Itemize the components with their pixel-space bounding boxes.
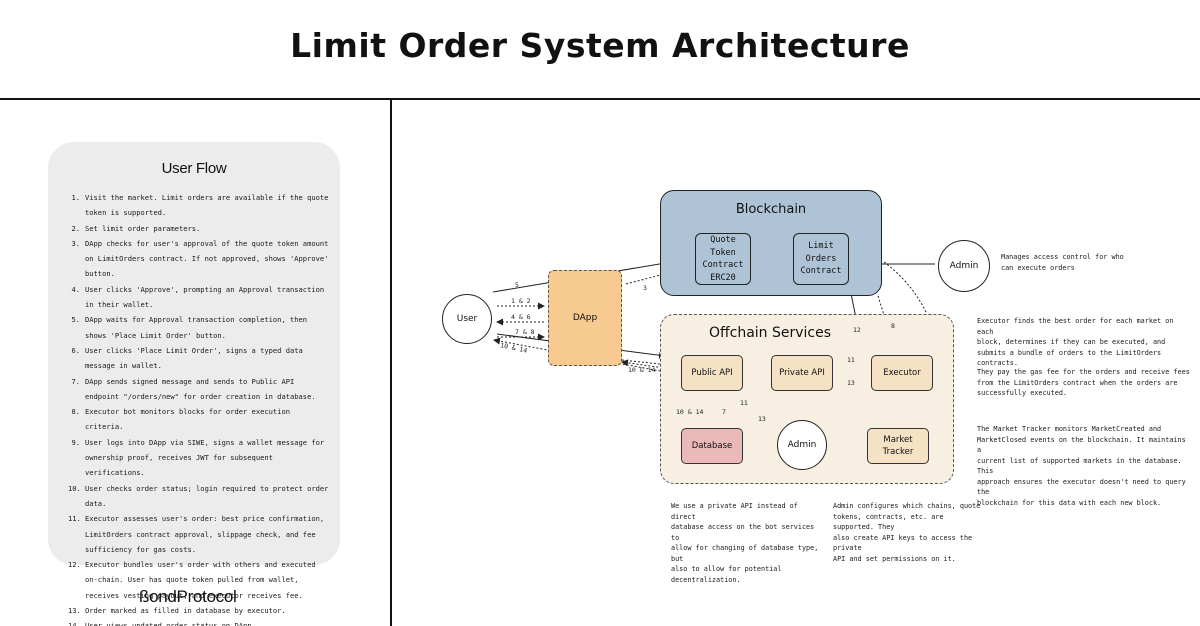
edge-label-1-2: 1 & 2 — [511, 297, 531, 305]
user-flow-step-number: 10. — [68, 483, 81, 493]
user-flow-step-text: User clicks 'Place Limit Order', signs a… — [85, 345, 303, 371]
user-flow-step-text: User views updated order status on DApp. — [85, 621, 256, 626]
user-flow-step: 14. User views updated order status on DA… — [68, 618, 330, 626]
dapp-node: DApp — [548, 270, 622, 366]
admin-node: Admin — [938, 240, 990, 292]
user-flow-step-text: DApp waits for Approval transaction comp… — [85, 315, 308, 340]
quote-token-contract: Quote Token Contract ERC20 — [695, 233, 751, 285]
user-flow-step-number: 11. — [68, 514, 81, 524]
column-divider — [390, 99, 392, 626]
user-flow-step-text: Visit the market. Limit orders are avail… — [85, 193, 329, 218]
user-flow-step-number: 5. — [71, 315, 80, 325]
edge-label-11-db: 11 — [740, 399, 748, 407]
edge-label-12: 12 — [853, 326, 861, 334]
user-flow-step-number: 3. — [71, 238, 80, 248]
public-api-node: Public API — [681, 355, 743, 391]
user-flow-step-number: 1. — [71, 193, 80, 202]
user-flow-step: 10. User checks order status; login requi… — [68, 481, 330, 512]
note-executor-1: Executor finds the best order for each m… — [977, 317, 1174, 367]
user-flow-step-text: User logs into DApp via SIWE, signs a wa… — [85, 437, 325, 478]
user-flow-step-number: 4. — [71, 284, 80, 294]
offchain-services-title: Offchain Services — [708, 325, 832, 341]
user-flow-step-number: 14. — [68, 621, 81, 626]
user-flow-step-number: 2. — [71, 223, 80, 233]
user-flow-step: 11. Executor assesses user's order: best … — [68, 511, 330, 557]
user-flow-step: 3. DApp checks for user's approval of the… — [68, 236, 330, 282]
user-flow-step: 6. User clicks 'Place Limit Order', signs… — [68, 343, 330, 374]
blockchain-title: Blockchain — [735, 202, 807, 217]
user-flow-step-number: 13. — [68, 606, 81, 616]
user-flow-step: 1. Visit the market. Limit orders are ava… — [68, 190, 330, 221]
user-flow-step: 8. Executor bot monitors blocks for order… — [68, 404, 330, 435]
user-flow-step-text: Executor assesses user's order: best pri… — [85, 514, 325, 554]
limit-orders-contract: Limit Orders Contract — [793, 233, 849, 285]
header-divider — [0, 98, 1200, 100]
user-flow-step-text: DApp checks for user's approval of the q… — [85, 238, 329, 279]
edge-label-5: 5 — [515, 281, 519, 289]
user-flow-step: 2. Set limit order parameters. — [68, 221, 330, 236]
user-flow-step-text: DApp sends signed message and sends to P… — [85, 376, 316, 401]
market-tracker-node: Market Tracker — [867, 428, 929, 464]
user-node: User — [442, 294, 492, 344]
user-flow-step-text: Set limit order parameters. — [85, 223, 201, 233]
edge-label-13-exec: 13 — [847, 379, 855, 387]
note-market-tracker: The Market Tracker monitors MarketCreate… — [977, 425, 1186, 507]
edge-label-11-exec: 11 — [847, 356, 855, 364]
note-private-api: We use a private API instead of direct d… — [671, 502, 819, 584]
edge-label-13-db: 13 — [758, 415, 766, 423]
user-flow-panel: User Flow 1. Visit the market. Limit orde… — [48, 142, 340, 626]
user-flow-step-number: 6. — [71, 345, 80, 355]
edge-label-7-8: 7 & 8 — [515, 328, 535, 336]
private-api-node: Private API — [771, 355, 833, 391]
database-node: Database — [681, 428, 743, 464]
note-admin-config: Admin configures which chains, quote tok… — [833, 502, 981, 563]
user-flow-title: User Flow — [161, 160, 227, 177]
user-flow-step-number: 7. — [71, 376, 80, 386]
user-flow-steps: 1. Visit the market. Limit orders are ava… — [68, 190, 330, 626]
edge-label-3: 3 — [643, 284, 647, 292]
user-flow-step: 5. DApp waits for Approval transaction co… — [68, 312, 330, 343]
edge-label-7-db: 7 — [722, 408, 726, 416]
edge-label-10-14-dapp: 10 & 14 — [628, 366, 656, 374]
user-flow-step-text: Executor bot monitors blocks for order e… — [85, 407, 290, 432]
user-flow-step: 12. Executor bundles user's order with ot… — [68, 557, 330, 603]
bondprotocol-logo: ßondProtocol — [139, 587, 237, 606]
user-flow-step-text: Executor bundles user's order with other… — [85, 560, 316, 600]
executor-node: Executor — [871, 355, 933, 391]
user-flow-step: 4. User clicks 'Approve', prompting an Ap… — [68, 282, 330, 313]
user-flow-step-number: 9. — [71, 437, 80, 447]
edge-label-8: 8 — [891, 322, 895, 330]
page-title: Limit Order System Architecture — [290, 26, 910, 65]
user-flow-step-text: Order marked as filled in database by ex… — [85, 606, 286, 616]
admin-offchain-node: Admin — [777, 420, 827, 470]
user-flow-step: 7. DApp sends signed message and sends to… — [68, 374, 330, 405]
user-flow-step-text: User clicks 'Approve', prompting an Appr… — [85, 284, 325, 310]
user-flow-step-number: 12. — [68, 560, 81, 570]
edge-label-4-6: 4 & 6 — [511, 313, 531, 321]
user-flow-step-text: User checks order status; login required… — [85, 483, 329, 508]
note-executor-2: They pay the gas fee for the orders and … — [977, 368, 1190, 397]
user-flow-step-number: 8. — [71, 407, 80, 417]
user-flow-step: 9. User logs into DApp via SIWE, signs a … — [68, 435, 330, 481]
edge-label-10-14-db: 10 & 14 — [676, 408, 704, 416]
edge-dapp-public-api — [621, 359, 679, 369]
note-admin-access: Manages access control for who can execu… — [1001, 253, 1124, 272]
user-flow-step: 13. Order marked as filled in database by… — [68, 603, 330, 618]
